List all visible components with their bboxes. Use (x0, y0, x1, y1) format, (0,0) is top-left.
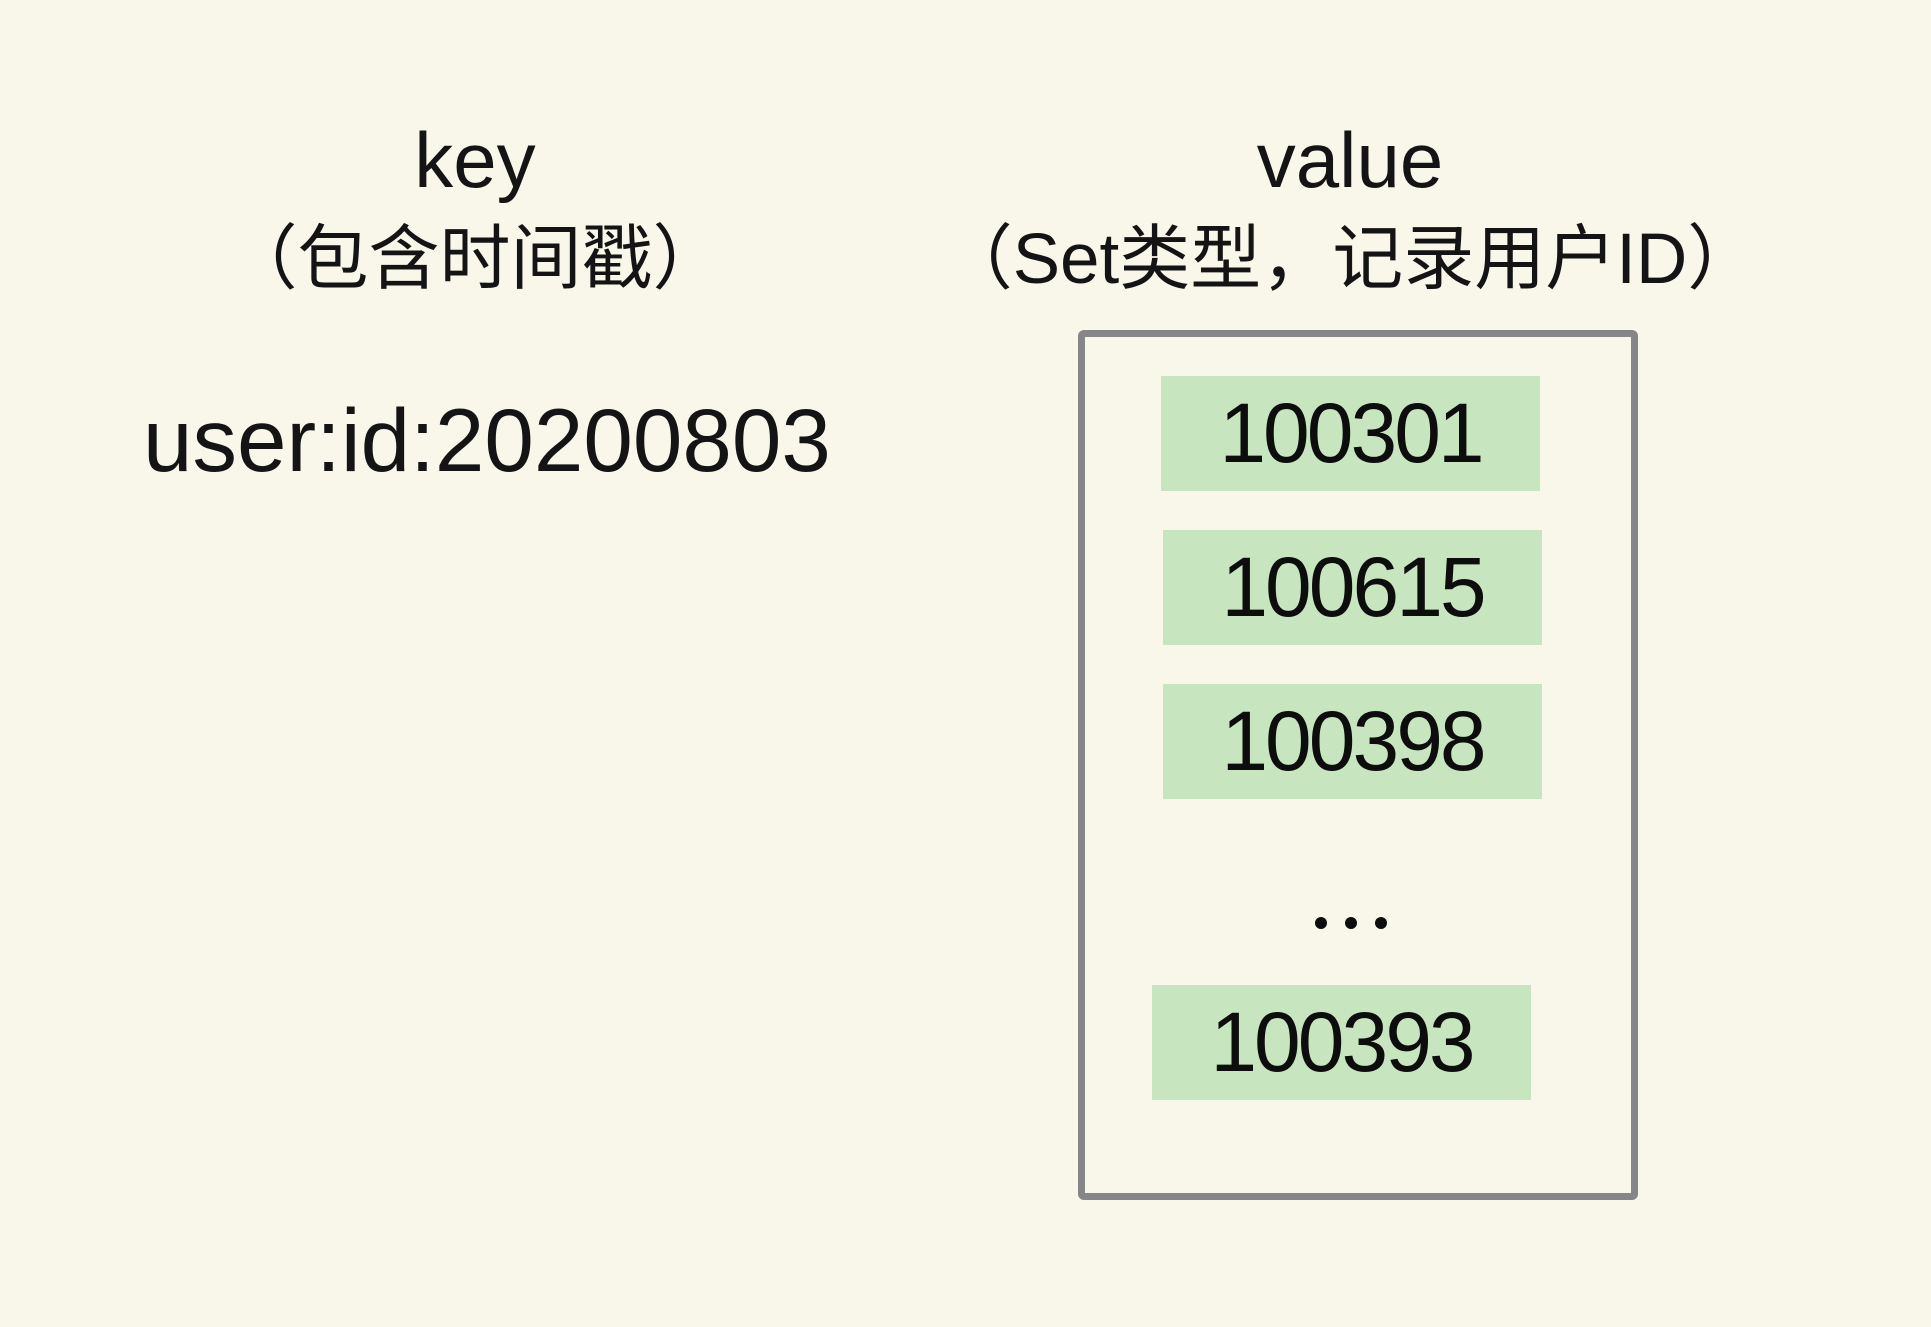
value-column-subtitle: （Set类型，记录用户ID） (941, 220, 1759, 299)
ellipsis-dot (1374, 916, 1387, 929)
key-column-header: key （包含时间戳） (25, 110, 925, 310)
value-column-header: value （Set类型，记录用户ID） (900, 110, 1800, 310)
key-column-subtitle: （包含时间戳） (226, 220, 724, 299)
set-item-user-id: 100615 (1163, 530, 1542, 645)
set-value-box (1078, 330, 1638, 1200)
more-items-ellipsis (1161, 885, 1540, 960)
ellipsis-dot (1314, 916, 1327, 929)
key-string-label: user:id:20200803 (143, 390, 831, 490)
set-item-user-id: 100301 (1161, 376, 1540, 491)
set-item-user-id: 100398 (1163, 684, 1542, 799)
value-column-title: value (1256, 116, 1444, 204)
ellipsis-dot (1344, 916, 1357, 929)
set-item-user-id: 100393 (1152, 985, 1531, 1100)
key-column-title: key (414, 116, 536, 204)
